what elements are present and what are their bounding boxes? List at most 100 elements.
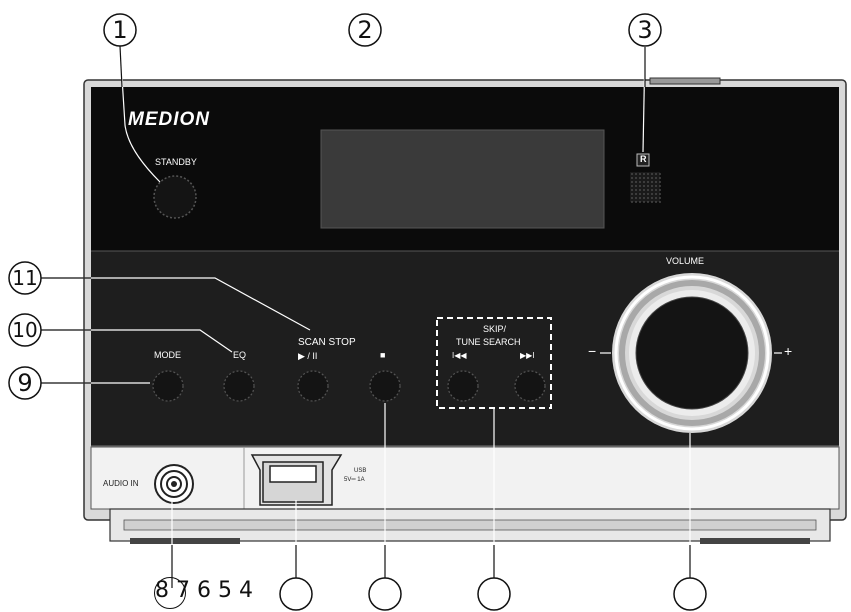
grille-dot [651, 201, 653, 203]
grille-dot [647, 189, 649, 191]
play-pause-button[interactable] [297, 370, 329, 402]
grille-dot [643, 177, 645, 179]
grille-dot [631, 189, 633, 191]
usb-label-line2: 5V═ 1A [344, 477, 365, 483]
callout-1: 1 [112, 16, 128, 44]
grille-dot [643, 189, 645, 191]
grille-dot [631, 177, 633, 179]
standby-button[interactable] [153, 175, 197, 219]
volume-knob[interactable] [612, 273, 772, 433]
ir-sensor-icon [630, 153, 660, 202]
usb-port[interactable] [250, 454, 343, 506]
grille-dot [659, 185, 661, 187]
grille-dot [659, 197, 661, 199]
volume-minus-label: − [588, 343, 597, 359]
stop-label: ■ [380, 350, 386, 360]
grille-dot [647, 197, 649, 199]
grille-dot [635, 197, 637, 199]
grille-dot [655, 181, 657, 183]
grille-dot [647, 185, 649, 187]
prev-label: I◀◀ [452, 351, 467, 360]
callout-circles [8, 13, 707, 611]
grille-dot [635, 189, 637, 191]
audio-in-jack[interactable] [154, 464, 194, 504]
grille-dot [639, 185, 641, 187]
grille-dot [635, 185, 637, 187]
grille-dot [659, 173, 661, 175]
grille-dot [647, 201, 649, 203]
grille-dot [643, 197, 645, 199]
callout-3: 3 [637, 16, 653, 44]
grille-dot [655, 201, 657, 203]
grille-dot [655, 189, 657, 191]
stop-button[interactable] [369, 370, 401, 402]
scan-stop-label: SCAN STOP [298, 337, 356, 348]
grille-dot [655, 173, 657, 175]
grille-dot [639, 201, 641, 203]
callout-2: 2 [357, 16, 373, 44]
grille-dot [659, 201, 661, 203]
grille-dot [651, 173, 653, 175]
usb-label-line1: USB [354, 468, 367, 474]
eq-button[interactable] [223, 370, 255, 402]
grille-dot [647, 181, 649, 183]
volume-plus-label: + [784, 343, 793, 359]
grille-dot [635, 173, 637, 175]
grille-dot [659, 193, 661, 195]
grille-dot [647, 193, 649, 195]
eq-label: EQ [233, 350, 247, 360]
brand-logo: MEDION [128, 109, 210, 130]
grille-dot [639, 181, 641, 183]
mode-button[interactable] [152, 370, 184, 402]
callout-10: 10 [12, 318, 38, 342]
grille-dot [631, 201, 633, 203]
grille-dot [647, 177, 649, 179]
grille-dot [655, 185, 657, 187]
grille-dot [635, 177, 637, 179]
skip-back-button[interactable] [447, 370, 479, 402]
grille-dot [659, 181, 661, 183]
grille-dot [631, 173, 633, 175]
grille-dot [651, 197, 653, 199]
grille-dot [631, 197, 633, 199]
grille-dot [655, 177, 657, 179]
grille-dot [659, 189, 661, 191]
grille-dot [631, 181, 633, 183]
callout-9: 9 [17, 369, 33, 397]
grille-dot [647, 173, 649, 175]
grille-dot [639, 173, 641, 175]
standby-label: STANDBY [155, 157, 197, 167]
grille-dot [659, 177, 661, 179]
callout-11: 11 [12, 266, 38, 290]
skip-forward-button[interactable] [514, 370, 546, 402]
skip-label-line2: TUNE SEARCH [456, 337, 521, 347]
grille-dot [651, 193, 653, 195]
ir-label: R [640, 154, 647, 164]
grille-dot [655, 193, 657, 195]
grille-dot [639, 189, 641, 191]
grille-dot [639, 193, 641, 195]
grille-dot [635, 181, 637, 183]
lcd-display [320, 129, 605, 229]
grille-dot [631, 193, 633, 195]
grille-dot [643, 181, 645, 183]
ir-speaker-grille [631, 173, 661, 203]
grille-dot [643, 173, 645, 175]
grille-dot [631, 185, 633, 187]
grille-dot [655, 197, 657, 199]
grille-dot [643, 201, 645, 203]
grille-dot [643, 193, 645, 195]
grille-dot [643, 185, 645, 187]
grille-dot [651, 177, 653, 179]
callout-8-circle [154, 577, 186, 609]
grille-dot [651, 189, 653, 191]
grille-dot [651, 185, 653, 187]
grille-dot [635, 193, 637, 195]
grille-dot [639, 177, 641, 179]
grille-dot [635, 201, 637, 203]
skip-label-line1: SKIP/ [483, 324, 507, 334]
next-label: ▶▶I [520, 351, 535, 360]
audio-in-label: AUDIO IN [103, 479, 139, 488]
grille-dot [651, 181, 653, 183]
